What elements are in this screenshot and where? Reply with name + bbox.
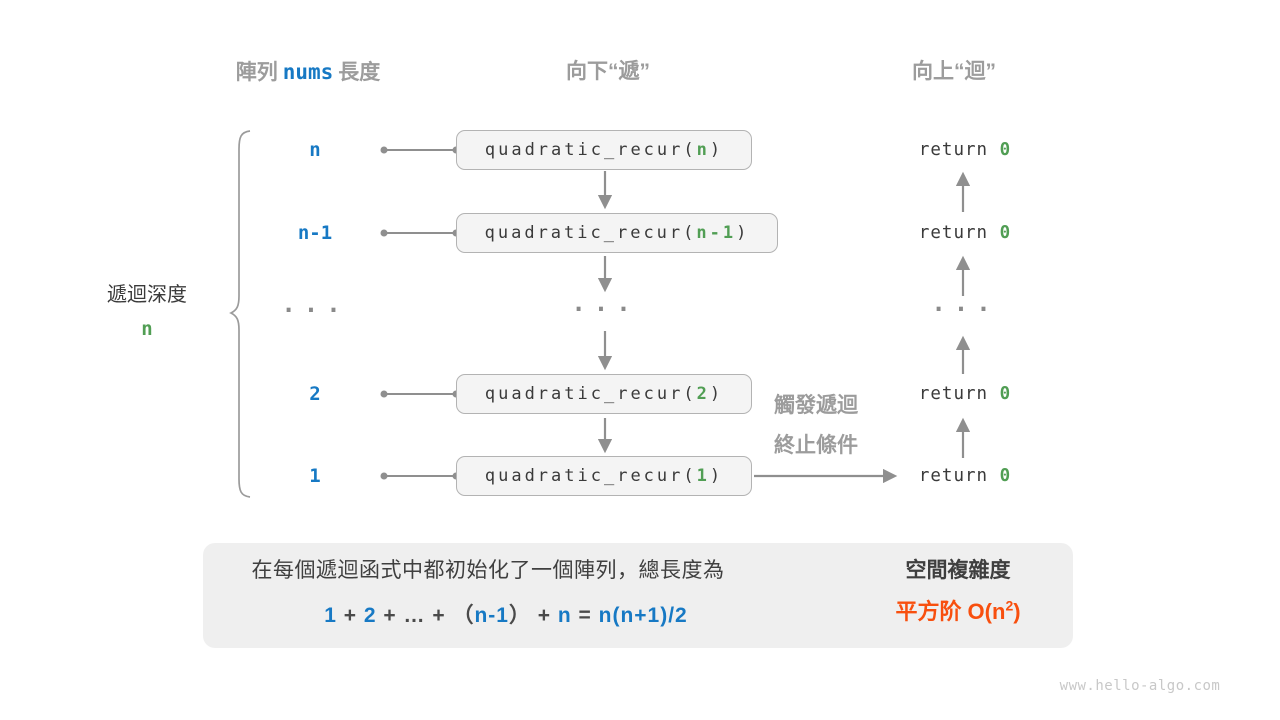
formula-segment: +: [425, 604, 453, 627]
formula-segment: 2: [363, 604, 377, 627]
recursion-depth-value: n: [141, 318, 153, 340]
header-array-suffix: 長度: [338, 61, 381, 84]
summary-formula: 1 + 2 + … + （n-1） + n = n(n+1)/2: [203, 601, 809, 631]
call-box-2: quadratic_recur(2): [456, 374, 752, 414]
formula-segment: 1: [324, 604, 337, 627]
depth-brace-icon: [229, 130, 251, 498]
formula-segment: +: [530, 604, 558, 627]
complexity-pre: 平方阶 O(n: [895, 599, 1006, 624]
return-keyword: return: [918, 140, 1000, 160]
formula-segment: …: [403, 604, 426, 627]
call-text: quadratic_recur(: [484, 223, 697, 243]
call-text: quadratic_recur(: [484, 466, 697, 486]
summary-box: 在每個遞迴函式中都初始化了一個陣列，總長度為 1 + 2 + … + （n-1）…: [203, 543, 1073, 648]
header-array-prefix: 陣列: [235, 61, 278, 84]
row-label-1: 1: [309, 465, 321, 487]
call-arg: 2: [696, 384, 710, 404]
return-statement: return 0: [865, 463, 1065, 489]
complexity-exponent: 2: [1005, 597, 1014, 614]
header-recurse-down: 向下“遞”: [566, 60, 650, 83]
connector-lines: [380, 146, 460, 480]
call-box-1: quadratic_recur(1): [456, 456, 752, 496]
header-return-up: 向上“迴”: [912, 60, 996, 83]
trigger-note-line1: 觸發遞迴: [774, 394, 858, 417]
call-ellipsis: ...: [571, 289, 639, 317]
recursion-depth-label: 遞迴深度 n: [72, 282, 222, 342]
trigger-note: 觸發遞迴 終止條件: [728, 386, 904, 466]
call-close: ): [709, 140, 724, 160]
row-label-n-1: n-1: [297, 222, 333, 244]
complexity-post: ): [1013, 599, 1021, 624]
row-label-n: n: [309, 139, 321, 161]
recursion-depth-text: 遞迴深度: [107, 284, 187, 306]
call-close: ): [736, 223, 750, 243]
return-ellipsis: ...: [931, 289, 999, 317]
formula-segment: n(n+1)/2: [598, 604, 688, 627]
return-statement: return 0: [865, 220, 1065, 246]
return-value: 0: [999, 384, 1012, 404]
call-close: ): [709, 466, 724, 486]
trigger-note-line2: 終止條件: [774, 434, 858, 457]
return-value: 0: [999, 223, 1012, 243]
summary-text: 在每個遞迴函式中都初始化了一個陣列，總長度為: [251, 559, 725, 582]
return-keyword: return: [918, 466, 1000, 486]
formula-segment: n: [557, 604, 572, 627]
row-label-2: 2: [309, 383, 321, 405]
header-array-code: nums: [282, 60, 334, 84]
call-text: quadratic_recur(: [484, 140, 697, 160]
return-keyword: return: [918, 223, 1000, 243]
call-arg: n: [696, 140, 710, 160]
row-label-ellipsis: ...: [281, 290, 349, 318]
formula-segment: n-1: [474, 604, 509, 627]
watermark: www.hello-algo.com: [1059, 678, 1221, 694]
return-value: 0: [999, 140, 1012, 160]
return-statement: return 0: [865, 381, 1065, 407]
call-box-n-1: quadratic_recur(n-1): [456, 213, 778, 253]
return-statement: return 0: [865, 137, 1065, 163]
call-text: quadratic_recur(: [484, 384, 697, 404]
call-box-n: quadratic_recur(n): [456, 130, 752, 170]
space-complexity-title: 空間複雜度: [905, 559, 1011, 582]
return-value: 0: [999, 466, 1012, 486]
call-close: ): [709, 384, 724, 404]
formula-segment: ）: [508, 604, 531, 627]
formula-segment: =: [571, 604, 599, 627]
return-keyword: return: [918, 384, 1000, 404]
formula-segment: （: [452, 604, 475, 627]
space-complexity-value: 平方阶 O(n2): [838, 597, 1078, 627]
formula-segment: +: [336, 604, 364, 627]
call-arg: n-1: [696, 223, 737, 243]
formula-segment: +: [376, 604, 404, 627]
call-arg: 1: [696, 466, 710, 486]
